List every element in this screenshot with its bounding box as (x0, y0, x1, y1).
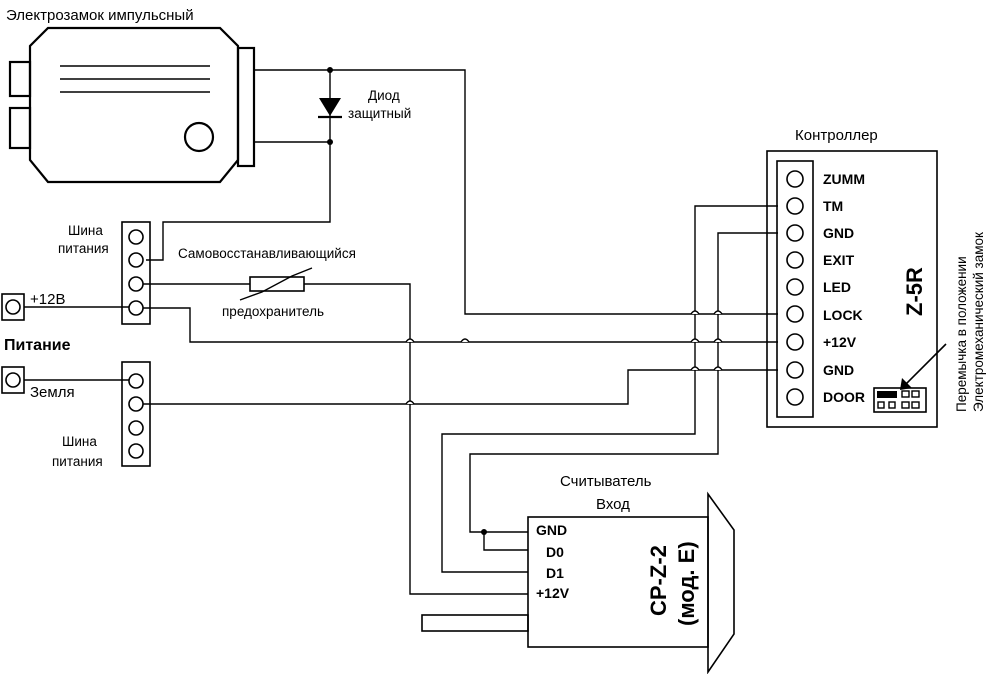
reader-title-2: Вход (596, 496, 630, 513)
terminal-lock: LOCK (823, 307, 863, 323)
reader-title-1: Считыватель (560, 473, 652, 490)
power-bus-bottom-label-2: питания (52, 454, 103, 469)
terminal-gnd-2: GND (823, 362, 854, 378)
reader-pin-d0: D0 (546, 544, 564, 560)
reader-pin-12v: +12V (536, 585, 570, 601)
power-bus-top: Шина питания (58, 221, 151, 325)
crossover-hops (405, 310, 723, 405)
terminal-exit: EXIT (823, 252, 855, 268)
reader-pin-d1: D1 (546, 565, 564, 581)
jumper-block (873, 387, 927, 413)
ground-label: Земля (30, 384, 75, 401)
terminal-tm: TM (823, 198, 843, 214)
controller-title: Контроллер (795, 127, 878, 144)
lock-title: Электрозамок импульсный (6, 7, 194, 24)
power-bus-bottom-label-1: Шина (62, 434, 97, 449)
fuse-label-top: Самовосстанавливающийся (178, 246, 356, 261)
reader-pin-gnd: GND (536, 522, 567, 538)
controller-model: Z-5R (902, 267, 927, 316)
terminal-gnd-1: GND (823, 225, 854, 241)
resettable-fuse: Самовосстанавливающийся предохранитель (143, 246, 528, 595)
controller: Контроллер ZUMM TM GND EXIT LED LOCK +12… (766, 127, 947, 428)
diode-label-2: защитный (348, 106, 411, 121)
reader-model-1: CP-Z-2 (646, 545, 671, 616)
terminal-zumm: ZUMM (823, 171, 865, 187)
power-section-label: Питание (4, 337, 71, 354)
reader-model-2: (мод. E) (674, 541, 699, 626)
terminal-plus12v: +12V (823, 334, 857, 350)
controller-terminals (786, 170, 804, 406)
power-inputs: +12В Питание Земля (1, 291, 129, 401)
diode-label-1: Диод (368, 88, 400, 103)
terminal-door: DOOR (823, 389, 865, 405)
plus-12v-label: +12В (30, 291, 65, 308)
power-bus-bottom: Шина питания (52, 361, 151, 469)
jumper-note-1: Перемычка в положении (954, 256, 969, 412)
power-bus-top-label-1: Шина (68, 223, 103, 238)
power-bus-top-label-2: питания (58, 241, 109, 256)
electric-lock: Электрозамок импульсный (6, 7, 256, 184)
reader: Считыватель Вход GND D0 D1 +12V CP-Z-2 (… (527, 473, 735, 674)
jumper-note: Перемычка в положении Электромеханически… (954, 232, 986, 412)
protective-diode: Диод защитный (254, 67, 778, 315)
jumper-note-2: Электромеханический замок (971, 232, 986, 412)
terminal-led: LED (823, 279, 851, 295)
fuse-label-bottom: предохранитель (222, 304, 324, 319)
reader-cable (421, 614, 529, 632)
